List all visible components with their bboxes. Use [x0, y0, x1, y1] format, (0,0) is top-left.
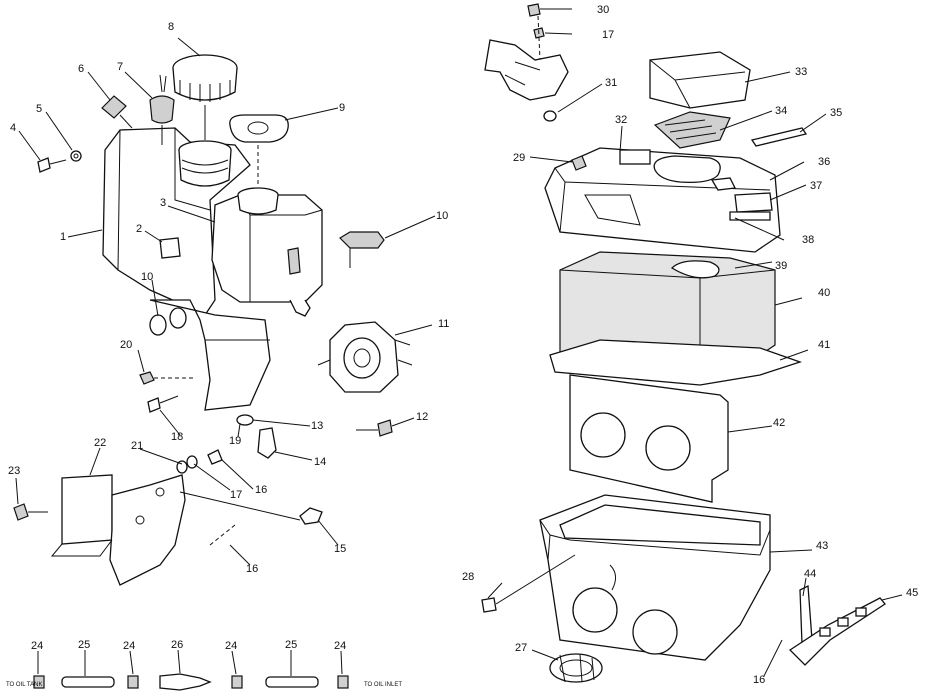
callout-label: 19: [229, 435, 241, 447]
callout-label: 3: [160, 197, 166, 209]
callout-label: 18: [171, 431, 183, 443]
callout-label: 16: [246, 563, 258, 575]
note-to-oil-tank: TO OIL TANK: [6, 682, 42, 688]
callout-label: 11: [438, 318, 449, 330]
callout-label: 24: [225, 640, 237, 652]
callout-label: 7: [117, 61, 123, 73]
callout-label: 30: [597, 4, 609, 16]
callout-label: 4: [10, 122, 16, 134]
callout-label: 25: [78, 639, 90, 651]
callout-label: 28: [462, 571, 474, 583]
callout-labels: 30 17 31 33 32 34 35 29 36 37 38 39 40 4…: [8, 4, 918, 686]
callout-label: 35: [830, 107, 842, 119]
callout-label: 39: [775, 260, 787, 272]
callout-label: 16: [255, 484, 267, 496]
callout-label: 21: [131, 440, 143, 452]
callout-label: 1: [60, 231, 66, 243]
callout-label: 33: [795, 66, 807, 78]
callout-label: 42: [773, 417, 785, 429]
callout-label: 25: [285, 639, 297, 651]
callout-label: 17: [602, 29, 614, 41]
callout-label: 5: [36, 103, 42, 115]
callout-label: 2: [136, 223, 142, 235]
callout-label: 10: [141, 271, 153, 283]
callout-label: 38: [802, 234, 814, 246]
callout-label: 41: [818, 339, 830, 351]
callout-label: 23: [8, 465, 20, 477]
callout-label: 37: [810, 180, 822, 192]
callout-label: 14: [314, 456, 326, 468]
callout-label: 43: [816, 540, 828, 552]
callout-label: 34: [775, 105, 787, 117]
callout-label: 32: [615, 114, 627, 126]
callout-label: 15: [334, 543, 346, 555]
callout-label: 9: [339, 102, 345, 114]
callout-label: 6: [78, 63, 84, 75]
callout-label: 45: [906, 587, 918, 599]
airbox-assembly: [481, 3, 886, 683]
callout-label: 13: [311, 420, 323, 432]
callout-label: 36: [818, 156, 830, 168]
callout-label: 24: [334, 640, 346, 652]
callout-label: 16: [753, 674, 765, 686]
oil-tank-assembly: [13, 54, 413, 691]
callout-label: 24: [31, 640, 43, 652]
callout-label: 17: [230, 489, 242, 501]
callout-label: 24: [123, 640, 135, 652]
callout-label: 12: [416, 411, 428, 423]
leader-lines: [15, 8, 903, 677]
callout-label: 27: [515, 642, 527, 654]
callout-label: 8: [168, 21, 174, 33]
callout-label: 22: [94, 437, 106, 449]
callout-label: 40: [818, 287, 830, 299]
callout-label: 20: [120, 339, 132, 351]
callout-label: 29: [513, 152, 525, 164]
callout-label: 10: [436, 210, 448, 222]
note-to-oil-inlet: TO OIL INLET: [364, 682, 402, 688]
callout-label: 26: [171, 639, 183, 651]
callout-label: 31: [605, 77, 617, 89]
callout-label: 44: [804, 568, 816, 580]
